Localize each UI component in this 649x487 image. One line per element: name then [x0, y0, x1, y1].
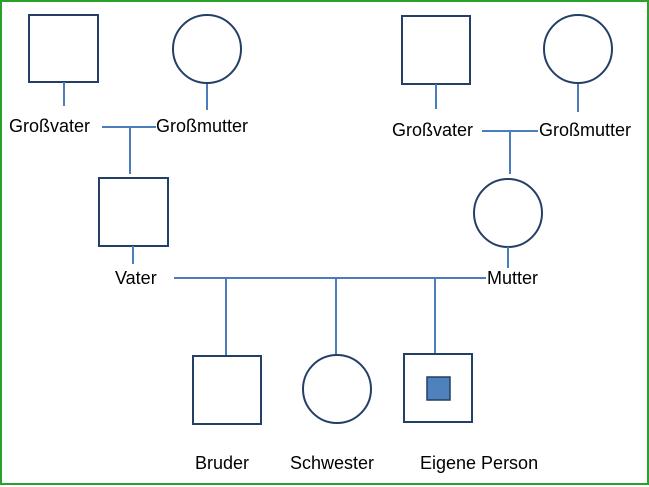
label-self: Eigene Person	[420, 453, 539, 473]
label-grandmother-right: Großmutter	[539, 120, 632, 140]
mother-symbol	[473, 178, 543, 248]
label-grandfather-right: Großvater	[392, 120, 474, 140]
grandmother-right-symbol	[543, 14, 613, 84]
label-father: Vater	[115, 268, 157, 288]
grandfather-left-symbol	[28, 14, 99, 83]
self-marker	[426, 376, 451, 401]
grandfather-right-symbol	[401, 15, 471, 85]
self-symbol	[403, 353, 473, 423]
label-grandmother-left: Großmutter	[156, 116, 249, 136]
label-mother: Mutter	[487, 268, 539, 288]
sister-symbol	[302, 354, 372, 424]
label-grandfather-left: Großvater	[9, 116, 91, 136]
label-sister: Schwester	[290, 453, 375, 473]
grandmother-left-symbol	[172, 14, 242, 84]
father-symbol	[98, 177, 169, 247]
brother-symbol	[192, 355, 262, 425]
label-brother: Bruder	[195, 453, 250, 473]
